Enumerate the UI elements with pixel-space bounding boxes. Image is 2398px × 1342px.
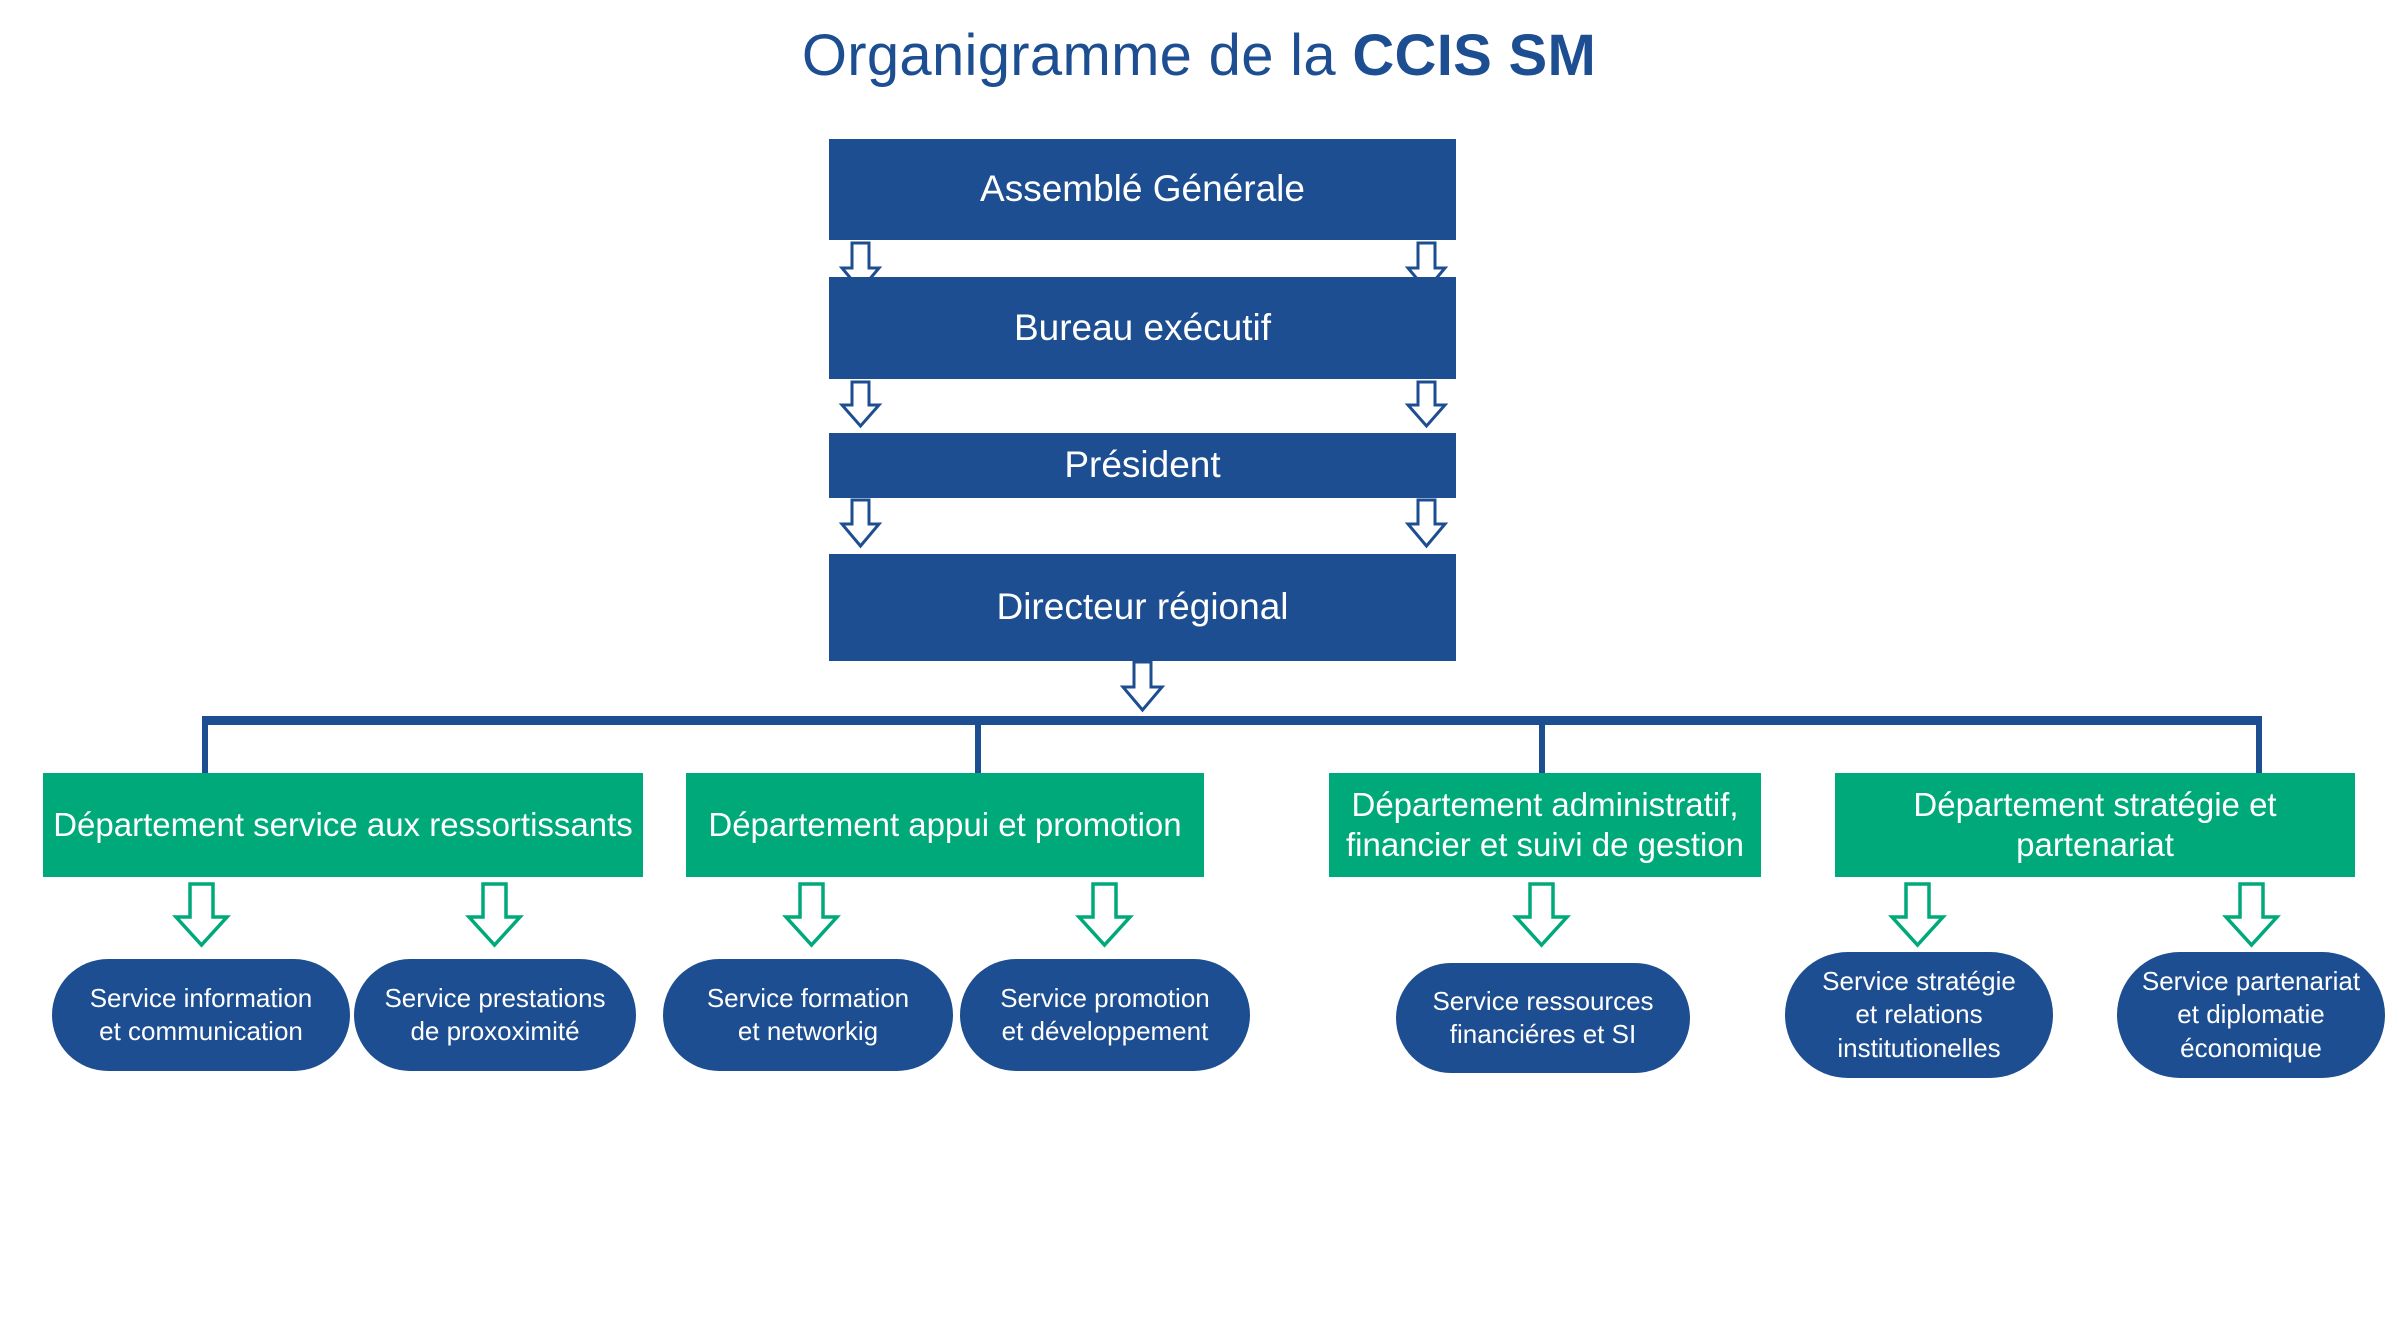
arrow-dept2-to-service4: [1075, 882, 1134, 948]
node-bureau-executif[interactable]: Bureau exécutif: [829, 277, 1456, 379]
node-bureau-executif-label: Bureau exécutif: [1013, 306, 1272, 348]
arrow-dept1-to-service1: [172, 882, 231, 948]
node-departement-strategie-partenariat-label: Département stratégie et partenariat: [1913, 785, 2277, 863]
page-title-plain: Organigramme de la: [801, 23, 1353, 88]
arrow-bureau-to-president-left: [838, 380, 883, 429]
arrow-dept1-to-service2: [465, 882, 524, 948]
arrow-bureau-to-president-right: [1404, 380, 1449, 429]
node-president-label: Président: [1064, 444, 1221, 486]
node-directeur-regional-label: Directeur régional: [996, 586, 1289, 628]
node-assemblee-generale[interactable]: Assemblé Générale: [829, 139, 1456, 240]
node-directeur-regional[interactable]: Directeur régional: [829, 554, 1456, 661]
arrow-directeur-to-departments: [1119, 660, 1166, 713]
arrow-dept3-to-service5: [1512, 882, 1571, 948]
arrow-dept2-to-service3: [782, 882, 841, 948]
node-departement-administratif-financier-label: Département administratif,financier et s…: [1345, 785, 1745, 863]
node-president[interactable]: Président: [829, 433, 1456, 498]
arrow-dept4-to-service6: [1888, 882, 1947, 948]
page-title-bold: CCIS SM: [1352, 23, 1597, 88]
arrow-dept4-to-service7: [2222, 882, 2281, 948]
arrow-president-to-directeur-left: [838, 498, 883, 549]
node-departement-service-ressortissants-label: Département service aux ressortissants: [53, 805, 633, 843]
department-connector-bar: [202, 716, 2262, 774]
node-assemblee-generale-label: Assemblé Générale: [980, 168, 1305, 210]
node-departement-appui-promotion-label: Département appui et promotion: [708, 805, 1182, 843]
arrow-president-to-directeur-right: [1404, 498, 1449, 549]
node-departement-service-ressortissants[interactable]: Département service aux ressortissants: [43, 773, 643, 877]
node-departement-appui-promotion[interactable]: Département appui et promotion: [686, 773, 1204, 877]
node-departement-administratif-financier[interactable]: Département administratif,financier et s…: [1329, 773, 1761, 877]
node-departement-strategie-partenariat[interactable]: Département stratégie et partenariat: [1835, 773, 2355, 877]
page-title: Organigramme de la CCIS SM: [0, 22, 2398, 89]
